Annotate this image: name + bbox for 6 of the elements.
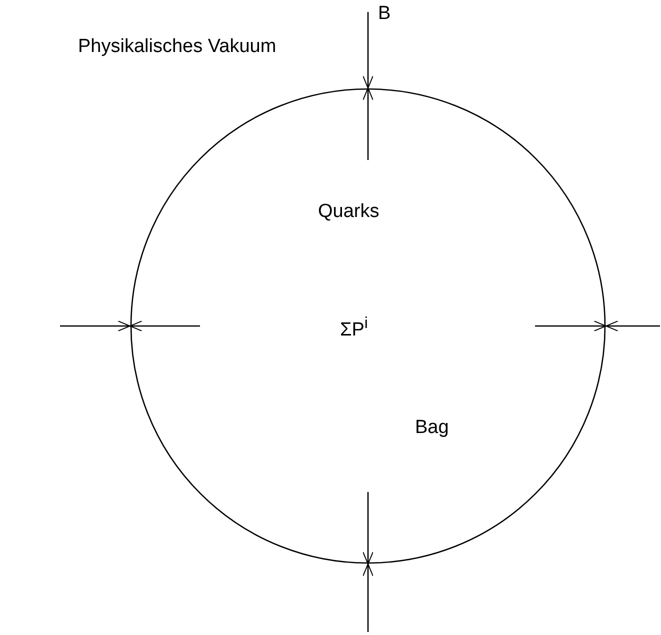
label: B (378, 4, 391, 23)
region-label: ΣP$^{i}$ (340, 316, 368, 340)
label: Physikalisches Vakuum (78, 37, 276, 56)
circle-outline (130, 88, 606, 564)
region-label: Quarks (318, 202, 380, 221)
region-label: Bag (415, 418, 449, 437)
